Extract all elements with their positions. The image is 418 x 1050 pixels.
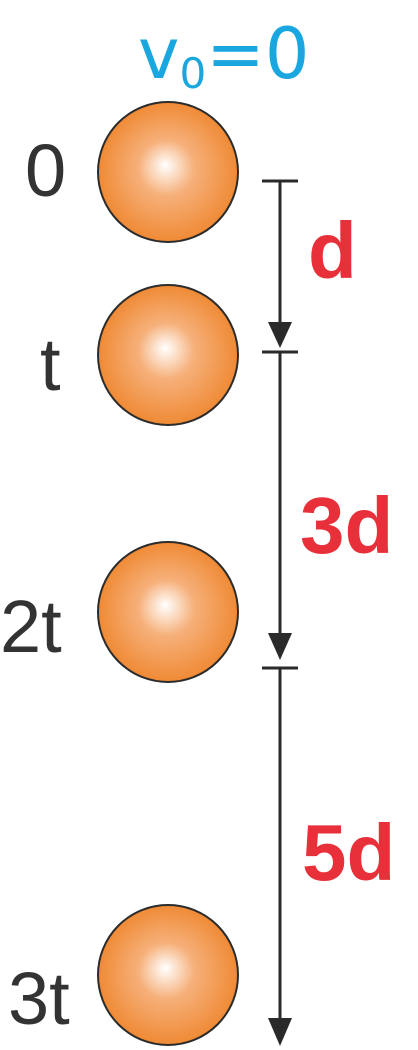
distance-scale — [262, 179, 298, 1046]
time-label-3: 3t — [8, 957, 70, 1040]
velocity-subscript: 0 — [179, 49, 206, 98]
arrow-down-icon — [268, 633, 292, 660]
ball-position-3 — [97, 904, 239, 1046]
velocity-value: =0 — [206, 13, 309, 95]
ball-position-2 — [97, 541, 239, 683]
arrow-down-icon — [268, 1018, 292, 1046]
time-label-1: t — [40, 323, 61, 406]
distance-label-3: 5d — [302, 808, 395, 897]
time-label-2: 2t — [0, 585, 62, 668]
time-label-0: 0 — [25, 129, 66, 212]
initial-velocity-label: v0=0 — [138, 13, 309, 98]
ball-position-0 — [97, 101, 239, 243]
ball-position-1 — [97, 284, 239, 426]
velocity-symbol: v — [138, 13, 179, 95]
distance-label-1: d — [308, 206, 357, 295]
distance-label-2: 3d — [300, 481, 393, 570]
arrow-down-icon — [268, 322, 292, 348]
